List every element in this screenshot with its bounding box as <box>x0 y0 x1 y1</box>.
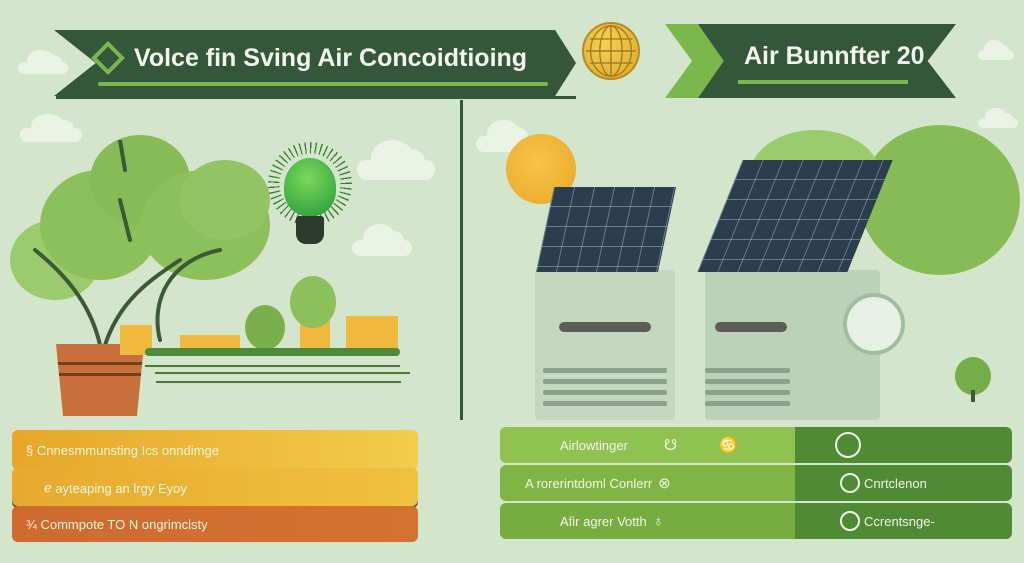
left-title: Volce fin Sving Air Concoidtioing <box>134 44 528 72</box>
solar-panel <box>535 187 677 272</box>
table-row: A rorerintdoml Conlerr ⊗ Cnrtclenon <box>500 465 1012 501</box>
small-tree <box>245 305 285 350</box>
row-label: Cnnesmmunsting Ics onndimge <box>36 442 219 458</box>
row-icon: ℯ <box>44 480 52 495</box>
list-item: § Cnnesmmunsting Ics onndimge <box>12 430 418 470</box>
row-cell: A rorerintdoml Conlerr ⊗ <box>500 465 795 501</box>
leaf-icon: ♋ <box>719 437 738 454</box>
list-item: ℯ ayteaping an lrgy Eyoy <box>12 468 418 508</box>
hedge <box>145 348 400 356</box>
small-tree-trunk <box>971 390 975 402</box>
cloud-icon <box>978 40 1014 60</box>
row-label: Afir agrer Votth <box>560 513 647 529</box>
list-item: ¾ Commpote TO N ongrimclsty <box>12 506 418 542</box>
ground-line <box>145 365 400 367</box>
cloud-icon <box>18 50 68 74</box>
table-row: Afir agrer Votth ♁ Ccrentsnge- <box>500 503 1012 539</box>
row-icon: § <box>26 442 34 458</box>
gauge-icon <box>840 511 860 531</box>
row-value: Ccrentsnge- <box>864 513 935 529</box>
fan-icon <box>843 293 905 355</box>
left-title-banner: Volce fin Sving Air Concoidtioing <box>54 30 576 96</box>
cloud-icon <box>352 224 412 256</box>
header-rule <box>56 96 576 99</box>
right-title: Air Bunnfter 20 <box>744 42 925 70</box>
building <box>346 316 398 352</box>
diamond-icon <box>91 41 125 75</box>
row-icon: ¾ <box>26 516 37 532</box>
plant-hand-icon: ☋ <box>663 437 678 454</box>
row-label: Airlowtinger <box>560 437 628 453</box>
ground-line <box>156 381 401 383</box>
row-cell <box>795 427 1012 463</box>
right-info-panel: Airlowtinger ☋ ♋ A rorerintdoml Conlerr … <box>500 427 1012 539</box>
row-cell: Afir agrer Votth ♁ <box>500 503 795 539</box>
globe-icon <box>582 22 640 80</box>
ring-icon <box>840 473 860 493</box>
plant-pot-icon: ♁ <box>652 512 664 530</box>
row-value: Cnrtclenon <box>864 475 927 491</box>
row-cell: Ccrentsnge- <box>795 503 1012 539</box>
ac-unit <box>535 270 675 420</box>
section-divider <box>460 100 463 420</box>
cloud-icon <box>978 108 1018 128</box>
small-tree <box>955 357 991 395</box>
cloud-icon <box>357 140 435 180</box>
ground-line <box>155 372 410 374</box>
banner-underline <box>738 80 908 84</box>
right-title-banner: Air Bunnfter 20 <box>698 24 956 98</box>
cloud-icon <box>20 114 82 142</box>
tree-branches <box>33 140 222 347</box>
row-cell: Airlowtinger ☋ ♋ <box>500 427 795 463</box>
leaf-circle-icon <box>835 432 861 458</box>
table-row: Airlowtinger ☋ ♋ <box>500 427 1012 463</box>
left-info-panel: § Cnnesmmunsting Ics onndimge ℯ ayteapin… <box>12 430 418 542</box>
lightbulb-base <box>296 216 324 244</box>
plant-pot <box>56 344 144 416</box>
circle-arrow-icon: ⊗ <box>658 475 671 492</box>
row-label: A rorerintdoml Conlerr <box>525 475 653 491</box>
small-tree <box>290 276 336 328</box>
tree-canopy <box>860 125 1020 275</box>
row-label: Commpote TO N ongrimclsty <box>40 516 208 532</box>
solar-panel <box>697 160 893 272</box>
banner-underline <box>98 82 548 86</box>
row-cell: Cnrtclenon <box>795 465 1012 501</box>
tree-canopy <box>180 160 270 240</box>
row-label: ayteaping an lrgy Eyoy <box>55 480 187 496</box>
lightbulb-icon <box>284 158 336 216</box>
